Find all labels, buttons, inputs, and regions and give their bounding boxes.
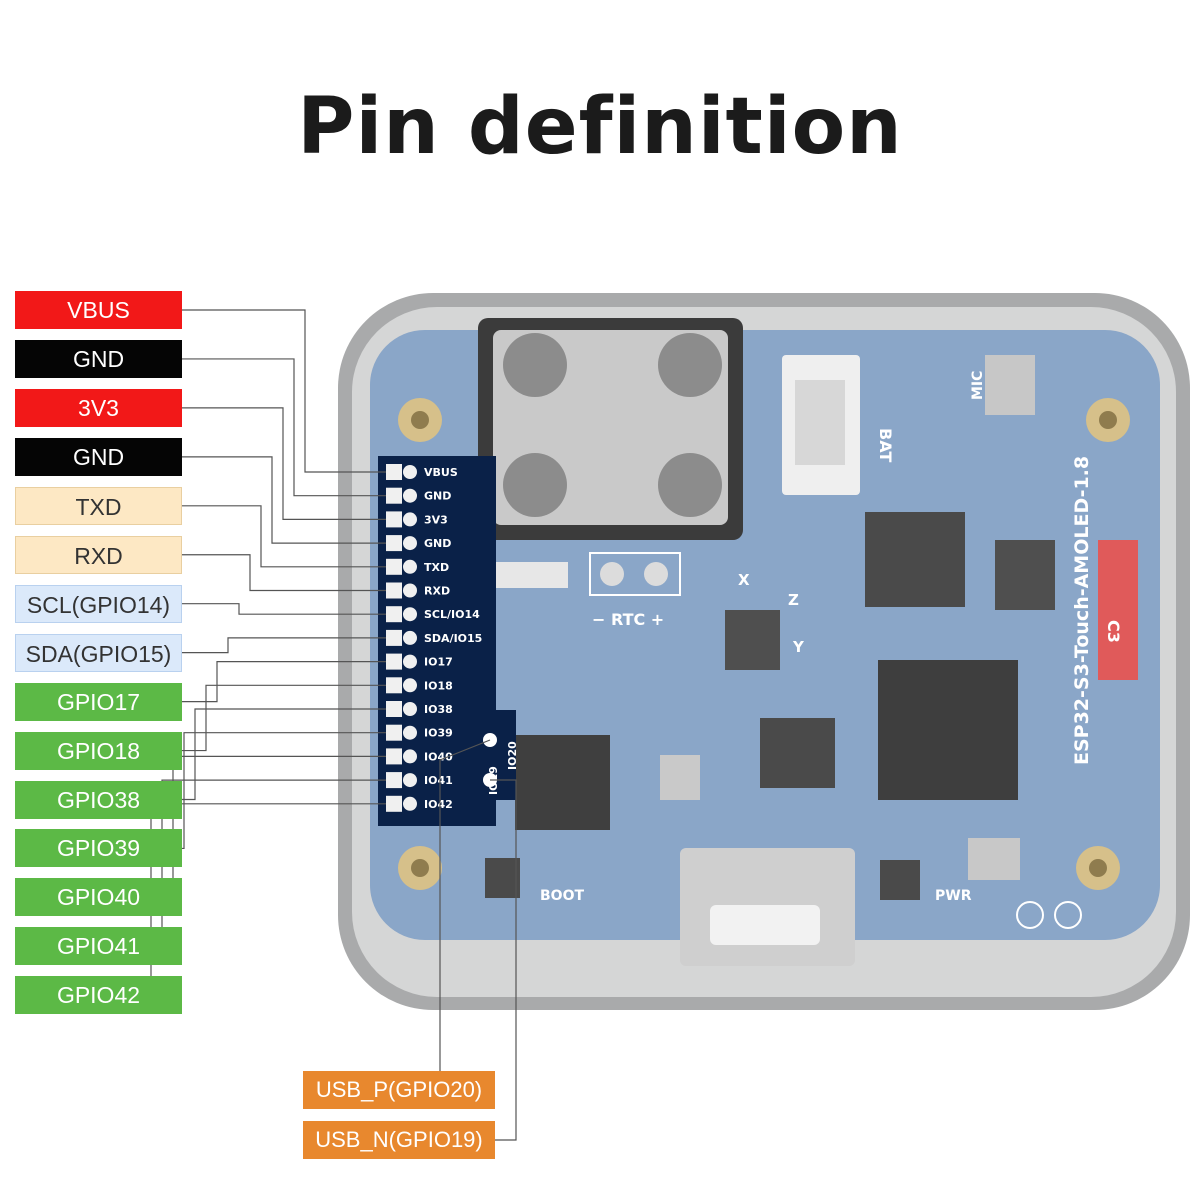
usb-pin-label: USB_N(GPIO19): [303, 1121, 495, 1159]
pin-label: GPIO40: [15, 878, 182, 917]
header-pin-label: IO42: [424, 798, 453, 811]
leader-line: [182, 603, 386, 615]
microphone: [985, 355, 1035, 415]
header-pin: IO42: [386, 795, 453, 812]
leader-line: [182, 684, 386, 752]
boot-label: BOOT: [540, 888, 584, 904]
header-pin-label: GND: [424, 537, 451, 550]
leader-line: [182, 637, 386, 654]
header-pin-label: IO39: [424, 727, 453, 740]
pin-label: VBUS: [15, 291, 182, 329]
header-pin-label: VBUS: [424, 466, 458, 479]
pin-label: SDA(GPIO15): [15, 633, 182, 672]
pin-label: 3V3: [15, 388, 182, 427]
pin-label: GND: [15, 437, 182, 476]
leader-line: [182, 554, 386, 592]
usb-pin-label: USB_P(GPIO20): [303, 1071, 495, 1109]
pin-label: GPIO38: [15, 780, 182, 819]
header-pin: IO17: [386, 653, 453, 670]
bat-label: BAT: [876, 428, 895, 462]
header-pin: IO40: [386, 748, 453, 765]
capacitor: [1098, 540, 1138, 680]
chip-mcu: [878, 660, 1018, 800]
header-pin-label: IO38: [424, 703, 453, 716]
pin-label: SCL(GPIO14): [15, 584, 182, 623]
header-pin: IO18: [386, 677, 453, 694]
header-pin: IO38: [386, 701, 453, 717]
header-pin-label: RXD: [424, 585, 450, 598]
leader-line: [490, 779, 517, 1141]
header-pin-label: SDA/IO15: [424, 632, 482, 645]
header-pin-label: IO18: [424, 679, 453, 692]
leader-line: [182, 309, 386, 473]
pin-label: GPIO42: [15, 976, 182, 1015]
header-pin-label: TXD: [424, 561, 449, 574]
header-pin: SCL/IO14: [386, 606, 480, 623]
header-pin-label: IO40: [424, 750, 453, 763]
header-pin: IO39: [386, 724, 453, 741]
model-label: ESP32-S3-Touch-AMOLED-1.8: [1071, 456, 1093, 765]
header-pin-label: SCL/IO14: [424, 608, 480, 621]
header-pin: GND: [386, 487, 451, 504]
leader-line: [182, 505, 386, 568]
header-pin: VBUS: [386, 464, 458, 480]
chip-flash: [865, 512, 965, 607]
rtc-label: − RTC +: [592, 610, 664, 629]
pin-label: GPIO17: [15, 682, 182, 721]
leader-line: [182, 407, 386, 521]
leader-line: [182, 660, 386, 703]
leader-line: [182, 358, 386, 497]
leader-line: [182, 708, 386, 801]
pin-label: GPIO18: [15, 731, 182, 770]
leader-line: [182, 732, 386, 850]
pin-label: GPIO39: [15, 829, 182, 868]
mic-label: MIC: [970, 371, 986, 400]
axis-y-label: Y: [792, 638, 805, 656]
pwr-label: PWR: [935, 888, 972, 904]
header-pin-label: IO41: [424, 774, 453, 787]
pin-label: RXD: [15, 535, 182, 574]
header-pin-label: GND: [424, 490, 451, 503]
header-pin: GND: [386, 535, 451, 552]
leader-line: [182, 456, 386, 544]
side-pin-io19: IO19: [487, 766, 500, 795]
chip-codec: [515, 735, 610, 830]
header-pin: SDA/IO15: [386, 629, 482, 646]
axis-x-label: X: [738, 571, 750, 589]
header-pin-label: IO17: [424, 656, 453, 669]
cap-label: C3: [1104, 620, 1123, 643]
header-pin: TXD: [386, 558, 449, 575]
side-pin-io20: IO20: [506, 741, 519, 770]
axis-z-label: Z: [788, 591, 799, 609]
header-pin: RXD: [386, 582, 450, 599]
header-pin: 3V3: [386, 511, 448, 528]
pin-label: GND: [15, 339, 182, 378]
page-title: Pin definition: [297, 82, 903, 172]
pin-label: GPIO41: [15, 927, 182, 966]
header-pin: IO41: [386, 772, 453, 789]
header-pin-label: 3V3: [424, 513, 448, 526]
pin-label: TXD: [15, 486, 182, 525]
